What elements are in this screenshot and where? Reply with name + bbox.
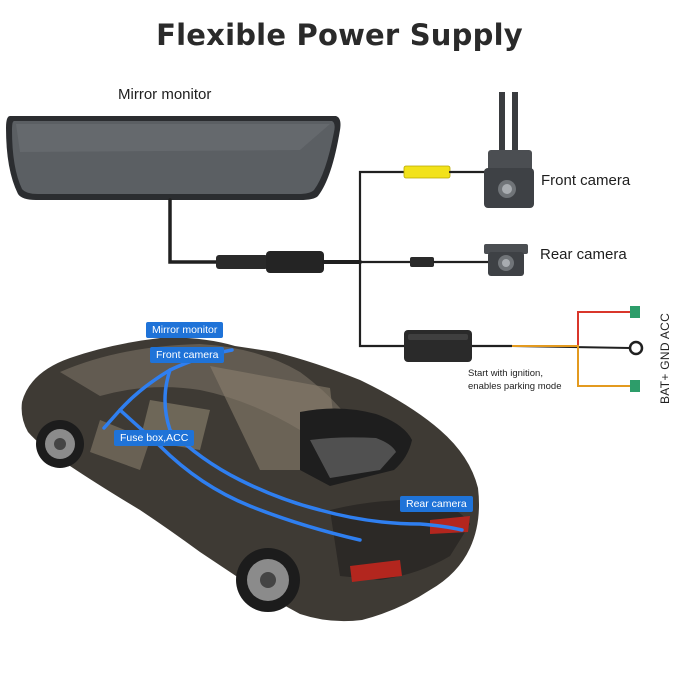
car-tag-front-camera: Front camera: [150, 347, 225, 363]
car-tag-rear-camera: Rear camera: [400, 496, 473, 512]
hardwire-kit: [404, 306, 644, 392]
hardwire-note-line2: enables parking mode: [468, 381, 562, 392]
mirror-monitor-device: [6, 116, 341, 200]
splitter-cables: [358, 165, 490, 348]
hardwire-note: Start with ignition, enables parking mod…: [468, 367, 588, 393]
car-tag-fuse-box: Fuse box,ACC: [114, 430, 195, 446]
car-illustration: [21, 337, 479, 622]
pin-labels: BAT+ GND ACC: [658, 312, 672, 404]
hardwire-note-line1: Start with ignition,: [468, 368, 543, 379]
main-cable: [168, 198, 362, 273]
front-camera-label: Front camera: [541, 172, 631, 189]
page-title: Flexible Power Supply: [156, 18, 523, 52]
front-camera-device: [484, 92, 534, 208]
mirror-monitor-label: Mirror monitor: [118, 86, 212, 103]
rear-camera-device: [484, 244, 528, 276]
car-tag-mirror-monitor: Mirror monitor: [146, 322, 224, 338]
rear-camera-label: Rear camera: [540, 246, 627, 263]
